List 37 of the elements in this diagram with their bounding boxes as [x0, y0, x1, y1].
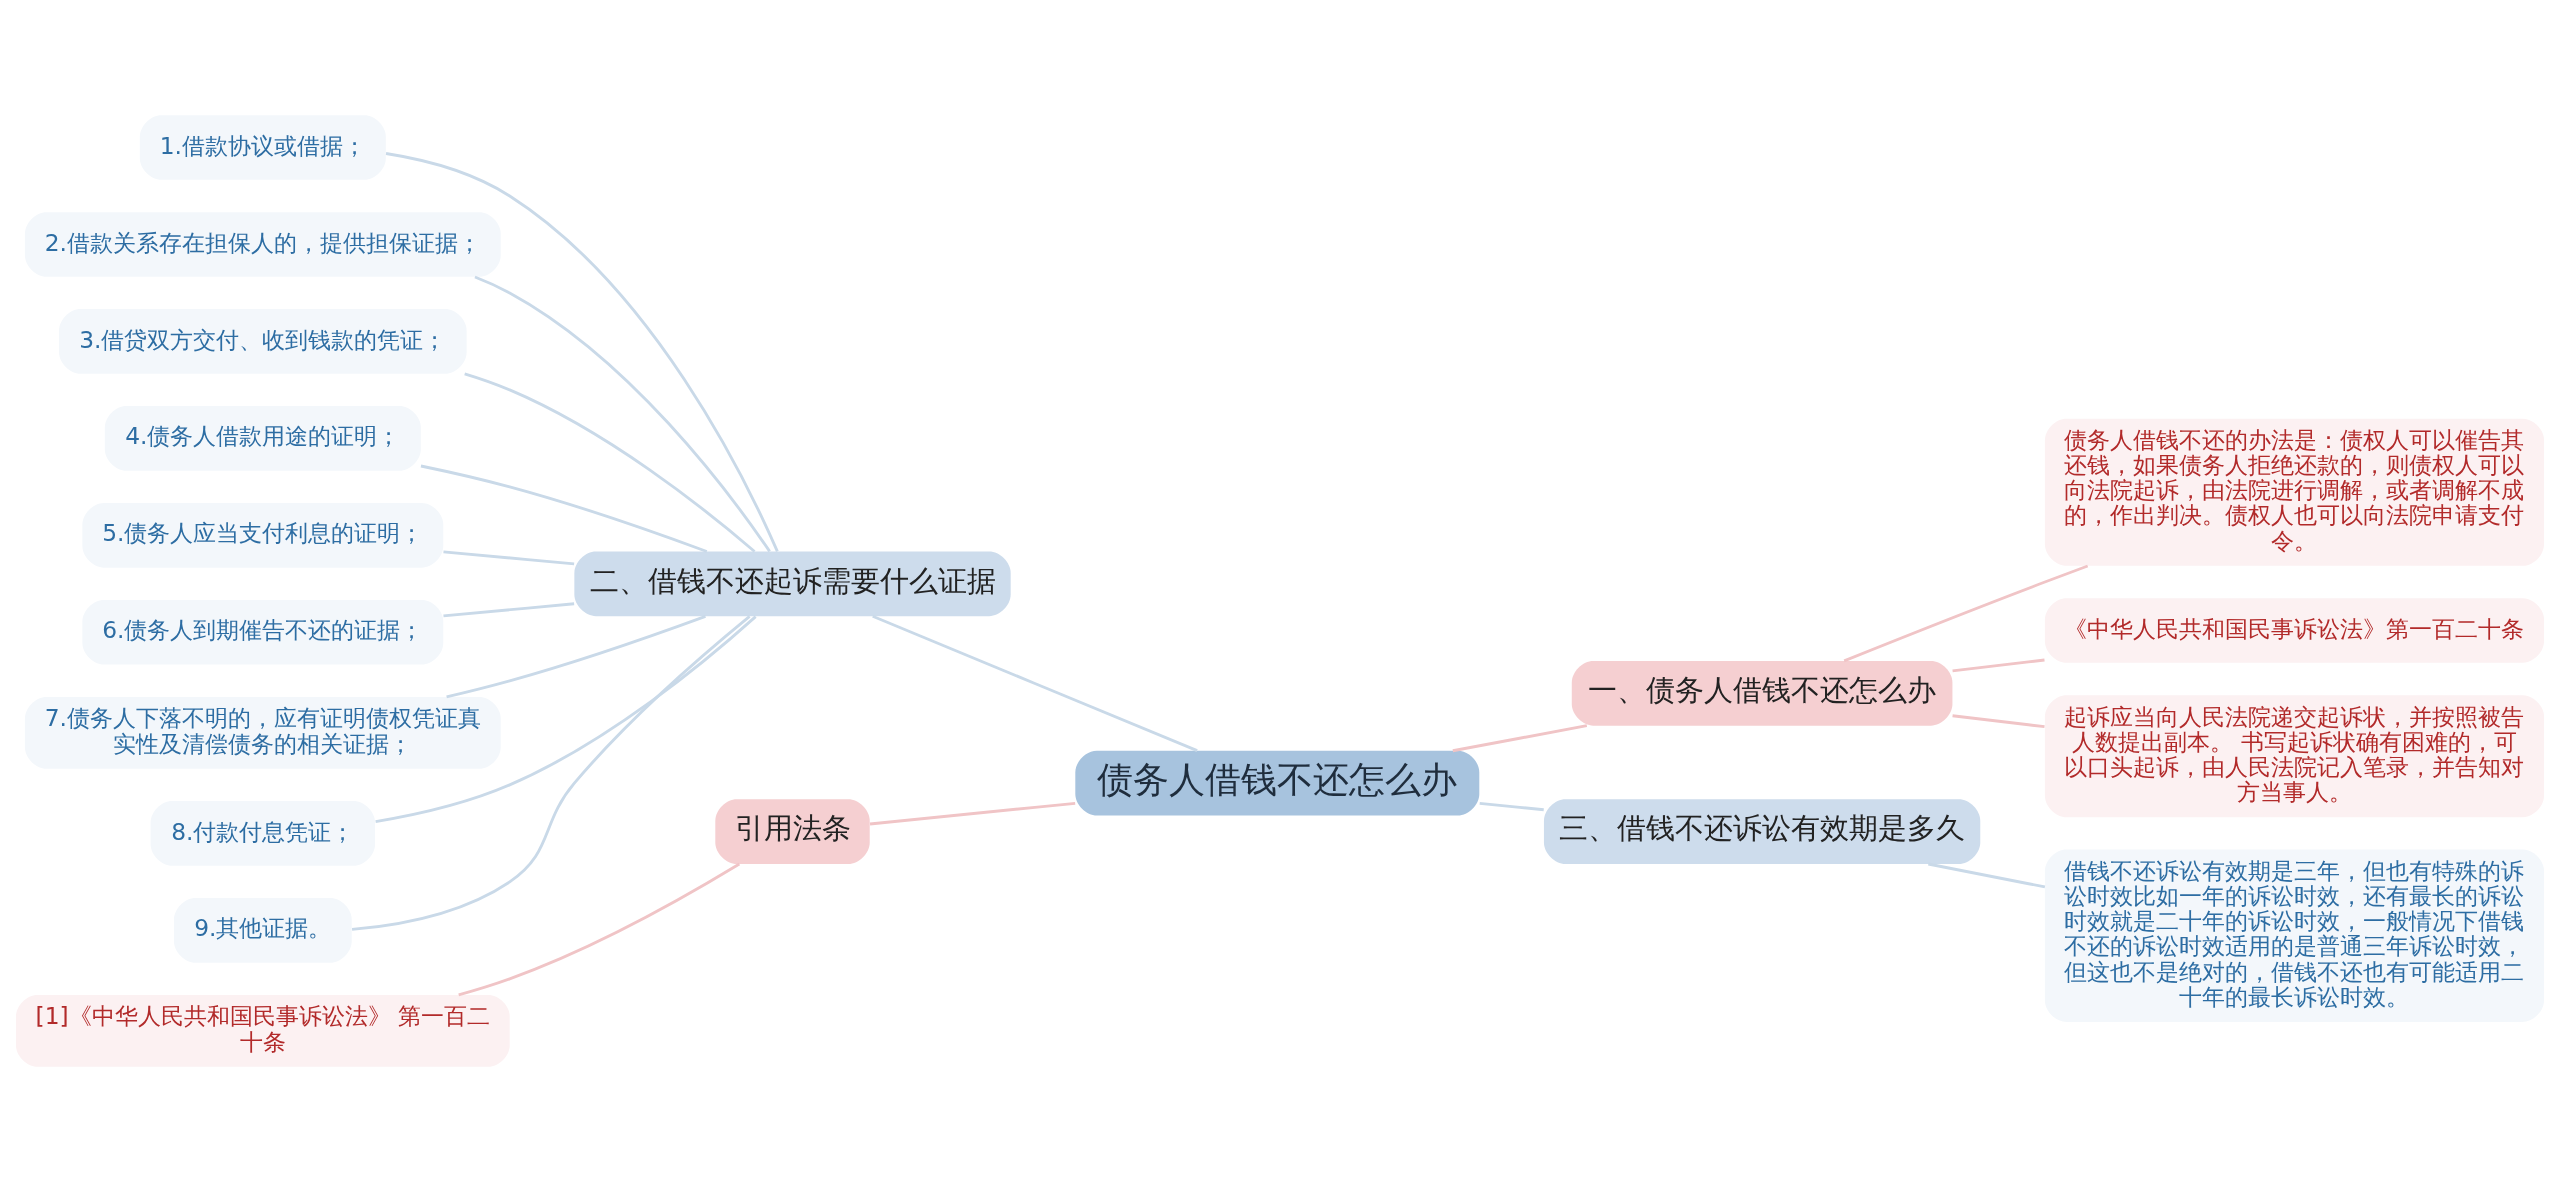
connector	[1928, 862, 2046, 889]
connector	[1479, 801, 1544, 812]
node-box: 5.债务人应当支付利息的证明；	[82, 503, 444, 568]
node-box: 4.债务人借款用途的证明；	[104, 406, 421, 471]
node-box: 债务人借钱不还怎么办	[1075, 750, 1480, 816]
connector	[385, 152, 779, 552]
connector	[443, 602, 575, 618]
node-box: 起诉应当向人民法院递交起诉状，并按照被告人数提出副本。 书写起诉状确有困难的，可以口头起诉，由人民法院记入笔录，并告知对方当事人。	[2044, 695, 2545, 818]
connector	[1452, 724, 1588, 753]
node-box: 7.债务人下落不明的，应有证明债权凭证真实性及清偿债务的相关证据；	[24, 696, 501, 769]
node-box: 《中华人民共和国民事诉讼法》第一百二十条	[2044, 598, 2545, 663]
node-box: 3.借贷双方交付、收到钱款的凭证；	[59, 309, 467, 374]
node-box: 9.其他证据。	[173, 898, 352, 963]
node-box: 6.债务人到期催告不还的证据；	[82, 600, 444, 665]
connector	[443, 550, 575, 566]
node-box: 引用法条	[715, 799, 870, 864]
connector	[458, 862, 741, 997]
node-box: 1.借款协议或借据；	[139, 115, 386, 180]
node-box: 二、借钱不还起诉需要什么证据	[574, 551, 1011, 617]
connector	[869, 801, 1076, 826]
connector	[1952, 658, 2045, 673]
connector	[351, 615, 751, 931]
node-box: 2.借款关系存在担保人的，提供担保证据；	[24, 212, 501, 277]
connector	[464, 372, 756, 553]
connector	[474, 275, 771, 553]
connector	[1843, 564, 2089, 663]
node-box: 8.付款付息凭证；	[150, 801, 376, 866]
node-box: [1]《中华人民共和国民事诉讼法》 第一百二十条	[15, 995, 510, 1067]
node-box: 债务人借钱不还的办法是：债权人可以催告其还钱，如果债务人拒绝还款的，则债权人可以向法院起诉，由法院进行调解，或者调解不成的，作出判决。债权人也可以向法院申请支付令。	[2044, 418, 2545, 566]
node-box: 三、借钱不还诉讼有效期是多久	[1543, 799, 1981, 864]
connector	[446, 614, 706, 699]
connector	[872, 614, 1198, 752]
connector	[375, 615, 757, 824]
connector	[420, 464, 708, 553]
node-box: 借钱不还诉讼有效期是三年，但也有特殊的诉讼时效比如一年的诉讼时效，还有最长的诉讼时效就是二十年的诉讼时效，一般情况下借钱不还的诉讼时效适用的是普通三年诉讼时效，但这也不是绝对的，借钱不还也有可能适用二十年的最长诉讼时效。	[2044, 849, 2545, 1022]
connector	[1952, 714, 2045, 729]
node-box: 一、债务人借钱不还怎么办	[1571, 661, 1953, 726]
